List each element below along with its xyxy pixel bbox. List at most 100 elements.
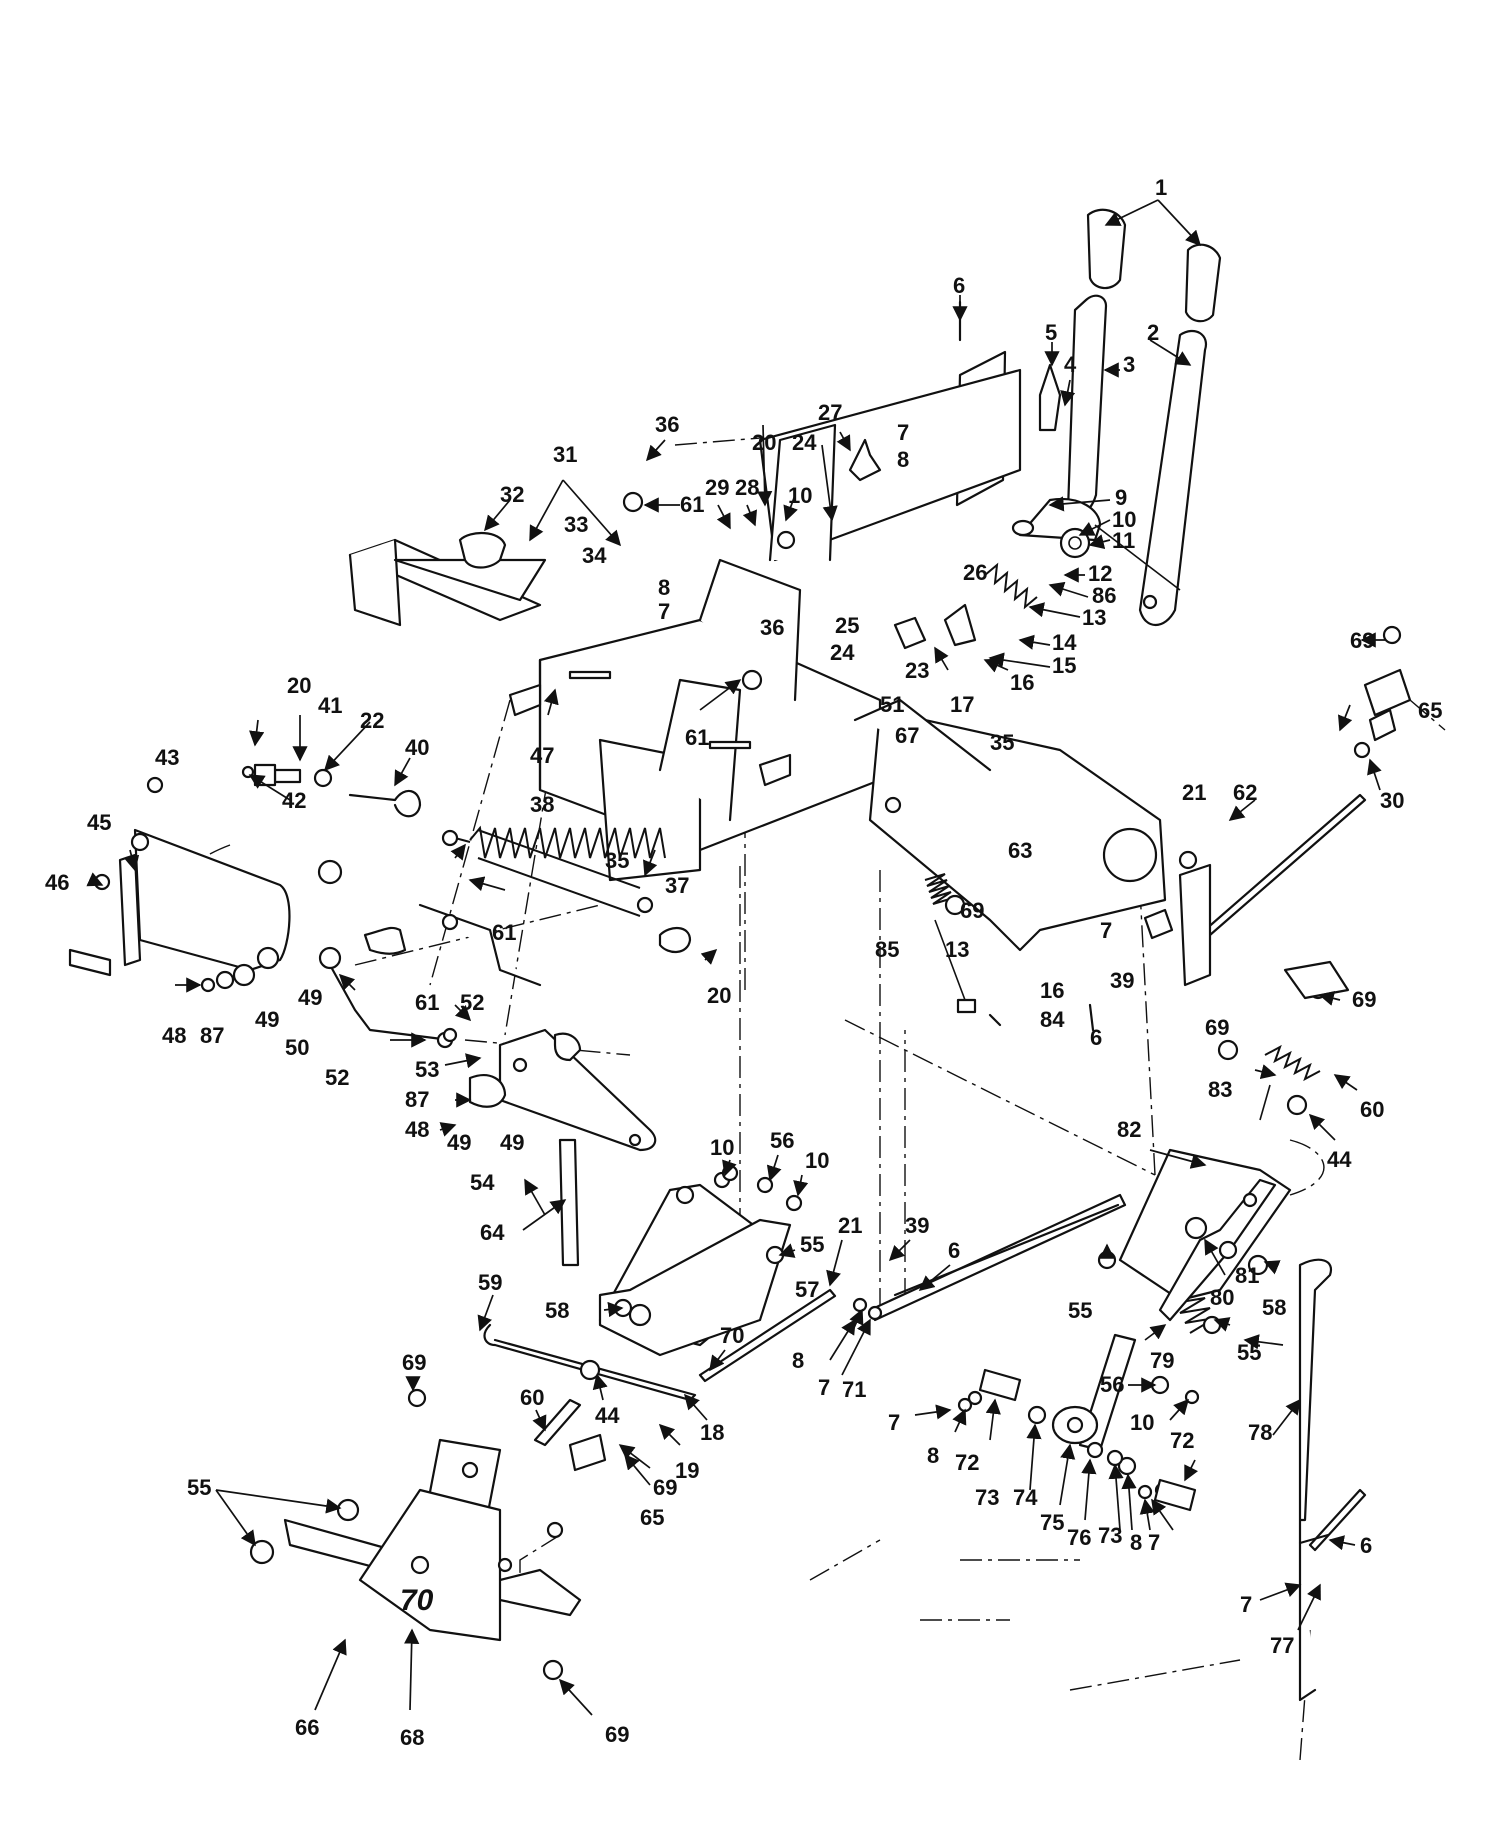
callout-55c: 55 [1068,1298,1092,1323]
spring-83 [1259,1044,1321,1121]
callout-7f: 7 [1148,1530,1160,1555]
callout-11: 11 [1112,528,1135,553]
callout-69c: 69 [1350,628,1374,653]
callout-26: 26 [963,560,987,585]
callout-71: 71 [842,1377,866,1402]
callout-8b: 8 [658,575,670,600]
rod-62 [1203,793,1367,937]
callout-56b: 56 [1100,1372,1124,1397]
callout-67: 67 [895,723,919,748]
callout-52: 52 [325,1065,349,1090]
lever-handle [1066,294,1108,517]
callout-20c: 20 [707,983,731,1008]
callout-81: 81 [1235,1263,1259,1288]
callout-44b: 44 [1327,1147,1352,1172]
callout-labels: 1 2 3 4 5 6 7 8 9 10 11 12 86 13 14 15 1… [45,175,1442,1750]
callout-6c: 6 [948,1238,960,1263]
callout-27: 27 [818,400,842,425]
callout-10c: 10 [710,1135,734,1160]
callout-7b: 7 [658,599,670,624]
callout-23: 23 [905,658,929,683]
callout-13: 13 [1082,605,1106,630]
frame-rear-plate [868,708,1167,952]
callout-6b: 6 [1090,1025,1102,1050]
link-74-75 [1051,1333,1137,1452]
callout-7e: 7 [888,1410,900,1435]
callout-65b: 65 [640,1505,664,1530]
link-64 [558,1138,580,1267]
callout-16b: 16 [1040,978,1064,1003]
callout-41: 41 [318,693,342,718]
callout-72a: 72 [955,1450,979,1475]
callout-77: 77 [1270,1633,1294,1658]
callout-58: 58 [545,1298,569,1323]
callout-69b: 69 [1205,1015,1229,1040]
callout-29: 29 [705,475,729,500]
callout-51: 51 [880,692,904,717]
callout-56: 56 [770,1128,794,1153]
spring-13-lower [924,873,977,1014]
callout-82: 82 [1117,1117,1141,1142]
callout-70: 70 [720,1323,744,1348]
callout-35b: 35 [605,848,629,873]
callout-39b: 39 [905,1213,929,1238]
callout-36b: 36 [760,615,784,640]
callout-73a: 73 [975,1485,999,1510]
callout-58b: 58 [1262,1295,1286,1320]
callout-20b: 20 [287,673,311,698]
callout-19: 19 [675,1458,699,1483]
hitch-66: 70 [283,1438,582,1642]
callout-85: 85 [875,937,899,962]
callout-47: 47 [530,743,554,768]
callout-78: 78 [1248,1420,1272,1445]
callout-33: 33 [564,512,588,537]
callout-83: 83 [1208,1077,1232,1102]
callout-76: 76 [1067,1525,1091,1550]
hardware [93,300,1412,1681]
callout-79: 79 [1150,1348,1174,1373]
callout-69e: 69 [402,1350,426,1375]
callout-15: 15 [1052,653,1076,678]
main-frame [348,423,1167,952]
callout-39: 39 [1110,968,1134,993]
hand-grip-right [1184,243,1222,323]
callout-2: 2 [1147,320,1159,345]
callout-3: 3 [1123,352,1135,377]
callout-5: 5 [1045,320,1057,345]
rockshaft-arm [598,1183,792,1357]
hand-grip-left [1086,208,1127,290]
callout-49c: 49 [447,1130,471,1155]
callout-68: 68 [400,1725,424,1750]
center-bellcrank [468,1028,657,1152]
callout-80: 80 [1210,1285,1234,1310]
callout-21: 21 [1182,780,1206,805]
callout-43: 43 [155,745,179,770]
callout-18: 18 [700,1420,724,1445]
callout-46: 46 [45,870,69,895]
callout-7d: 7 [818,1375,830,1400]
callout-69g: 69 [605,1722,629,1747]
callout-45: 45 [87,810,111,835]
callout-54: 54 [470,1170,495,1195]
callout-50: 50 [285,1035,309,1060]
callout-53: 53 [415,1057,439,1082]
callout-34: 34 [582,543,607,568]
rod-40 [348,789,422,818]
callout-24b: 24 [792,430,817,455]
callout-84: 84 [1040,1007,1065,1032]
callout-69f: 69 [653,1475,677,1500]
callout-64: 64 [480,1220,505,1245]
callout-22: 22 [360,708,384,733]
callout-44: 44 [595,1403,620,1428]
callout-55b: 55 [187,1475,211,1500]
callout-6: 6 [953,273,965,298]
callout-75: 75 [1040,1510,1064,1535]
callout-57: 57 [795,1277,819,1302]
callout-1: 1 [1155,175,1167,200]
callout-40: 40 [405,735,429,760]
callout-35: 35 [990,730,1014,755]
callout-86: 86 [1092,583,1116,608]
callout-61c: 61 [492,920,516,945]
callout-24: 24 [830,640,855,665]
